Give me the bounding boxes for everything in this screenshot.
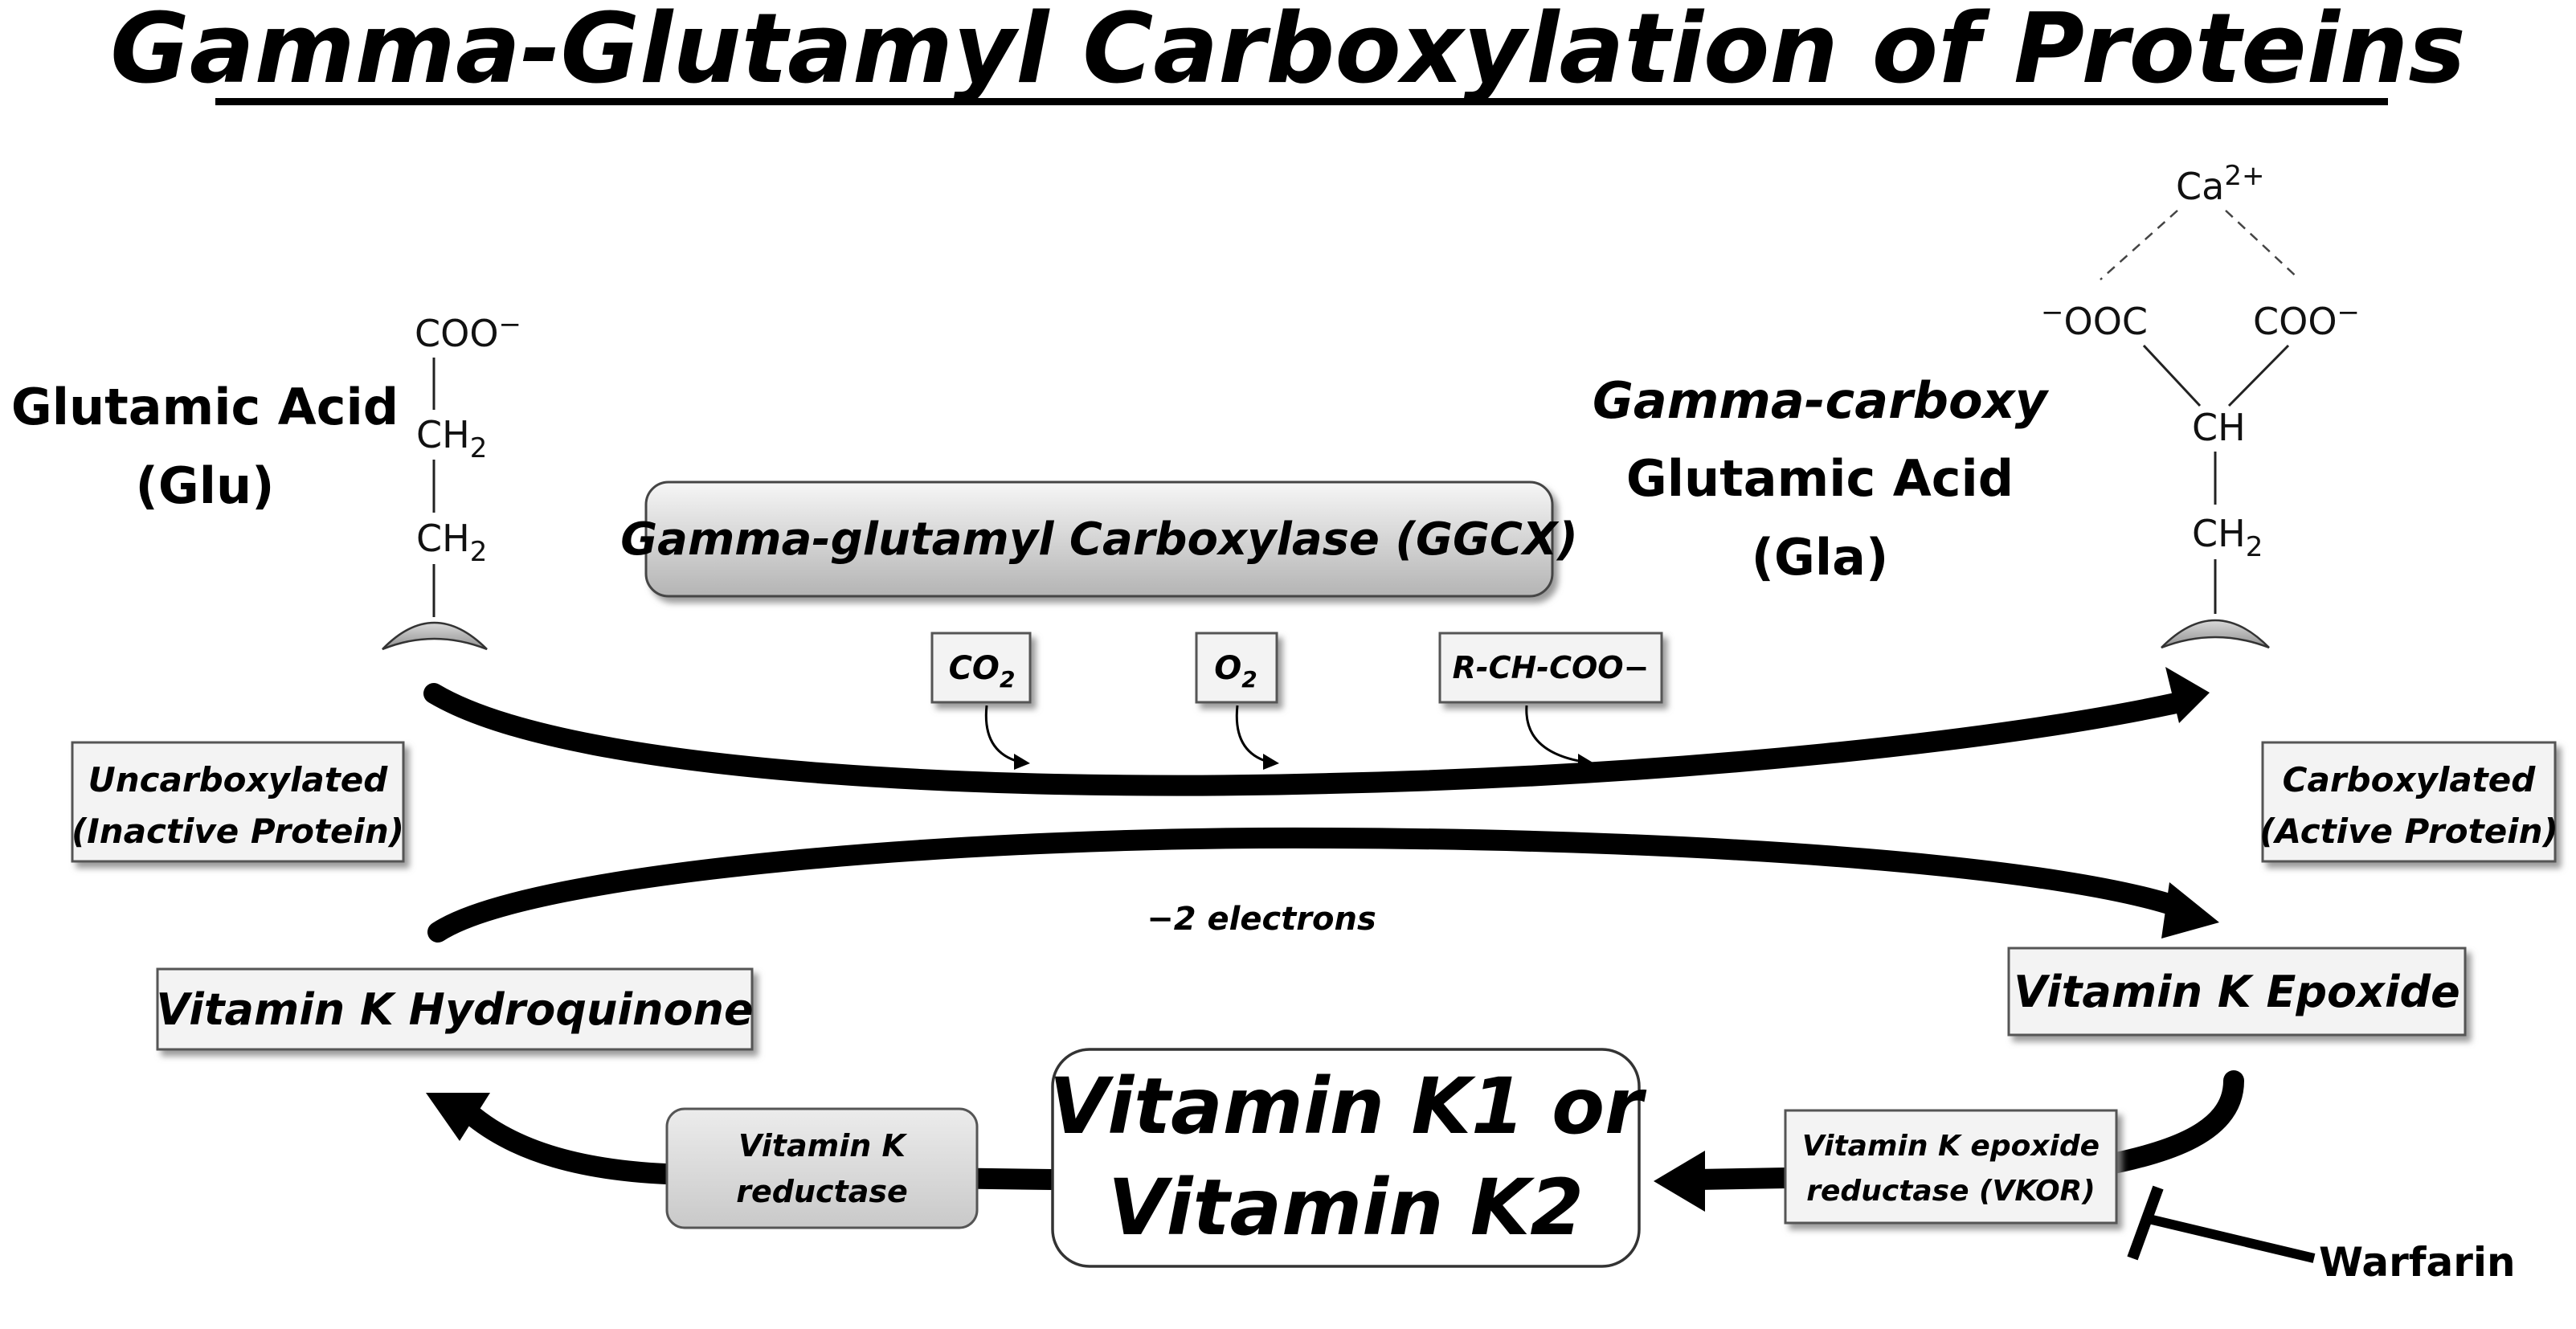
- carboxylated-line1: Carboxylated: [2283, 760, 2537, 799]
- ggcx-label: Gamma-glutamyl Carboxylase (GGCX): [620, 513, 1578, 566]
- vk-reductase-box: Vitamin K reductase: [665, 1107, 979, 1229]
- epoxide-label: Vitamin K Epoxide: [2014, 967, 2460, 1017]
- electrons-label: −2 electrons: [1147, 901, 1376, 938]
- oxidation-arrowhead: [2161, 882, 2219, 938]
- o2-label: O2: [1214, 650, 1257, 693]
- glu-coo: COO−: [415, 309, 521, 355]
- vkor-arrowhead: [1654, 1151, 1705, 1212]
- reductase-arrowhead: [426, 1093, 490, 1141]
- glu-structure: COO− CH2 CH2: [382, 309, 521, 651]
- vitamin-k-box: Vitamin K1 or Vitamin K2: [1049, 1048, 1647, 1268]
- gla-membrane-anchor: [2161, 619, 2270, 649]
- warfarin-label: Warfarin: [2319, 1239, 2516, 1286]
- oxidation-arrow: [427, 827, 2219, 943]
- gla-name-line3: (Gla): [1752, 528, 1889, 587]
- glu-name-line1: Glutamic Acid: [11, 378, 399, 436]
- glu-name-line2: (Glu): [136, 456, 275, 515]
- vk-reductase-line1: Vitamin K: [738, 1128, 907, 1163]
- carboxylated-box: Carboxylated (Active Protein): [2259, 741, 2558, 863]
- o2-box: O2: [1195, 632, 1279, 770]
- gla-ch: CH: [2192, 406, 2246, 449]
- gla-left-carboxyl: −OOC: [2041, 296, 2148, 343]
- uncarboxylated-line1: Uncarboxylated: [88, 760, 389, 799]
- hydroquinone-box: Vitamin K Hydroquinone: [156, 967, 754, 1051]
- gla-name-line1: Gamma-carboxy: [1593, 371, 2050, 430]
- gla-name-line2: Glutamic Acid: [1626, 449, 2014, 508]
- carboxylation-arrowhead: [2165, 667, 2210, 723]
- vitamin-k-line2: Vitamin K2: [1108, 1163, 1584, 1253]
- gla-calcium: Ca2+: [2176, 160, 2264, 208]
- gla-right-carboxyl: COO−: [2253, 296, 2360, 343]
- vk-reductase-line2: reductase: [736, 1174, 908, 1209]
- epoxide-box: Vitamin K Epoxide: [2007, 947, 2467, 1037]
- glu-ch2-a: CH2: [416, 413, 487, 464]
- co2-box: CO2: [930, 632, 1032, 770]
- carboxylated-line2: (Active Protein): [2259, 812, 2558, 851]
- vkor-line1: Vitamin K epoxide: [1802, 1130, 2100, 1163]
- vitamin-k-line1: Vitamin K1 or: [1049, 1061, 1647, 1151]
- glu-membrane-anchor: [382, 621, 488, 651]
- rchcoo-label: R-CH-COO−: [1453, 650, 1650, 685]
- uncarboxylated-box: Uncarboxylated (Inactive Protein): [71, 741, 405, 863]
- title-underline: [215, 98, 2388, 105]
- vkor-box: Vitamin K epoxide reductase (VKOR): [1784, 1109, 2118, 1225]
- rchcoo-box: R-CH-COO−: [1438, 632, 1663, 770]
- gla-label: Gamma-carboxy Glutamic Acid (Gla): [1593, 371, 2050, 587]
- gla-structure: Ca2+ −OOC COO− CH CH2: [2041, 160, 2360, 649]
- page-title: Gamma-Glutamyl Carboxylation of Proteins: [110, 0, 2465, 105]
- carboxylation-arrow: [423, 667, 2210, 796]
- hydroquinone-label: Vitamin K Hydroquinone: [156, 984, 753, 1035]
- glu-ch2-b: CH2: [416, 517, 487, 568]
- uncarboxylated-line2: (Inactive Protein): [72, 812, 404, 851]
- reductase-arrow: [426, 1093, 1063, 1190]
- co2-label: CO2: [949, 650, 1016, 693]
- title-group: Gamma-Glutamyl Carboxylation of Proteins: [110, 0, 2466, 105]
- inhibition-bar: [2127, 1185, 2164, 1261]
- vkor-line2: reductase (VKOR): [1806, 1175, 2095, 1208]
- glu-label: Glutamic Acid (Glu): [11, 378, 399, 515]
- gla-ch2: CH2: [2192, 512, 2263, 563]
- warfarin-inhibition: Warfarin: [2127, 1185, 2516, 1286]
- ggcx-enzyme-box: Gamma-glutamyl Carboxylase (GGCX): [620, 480, 1578, 598]
